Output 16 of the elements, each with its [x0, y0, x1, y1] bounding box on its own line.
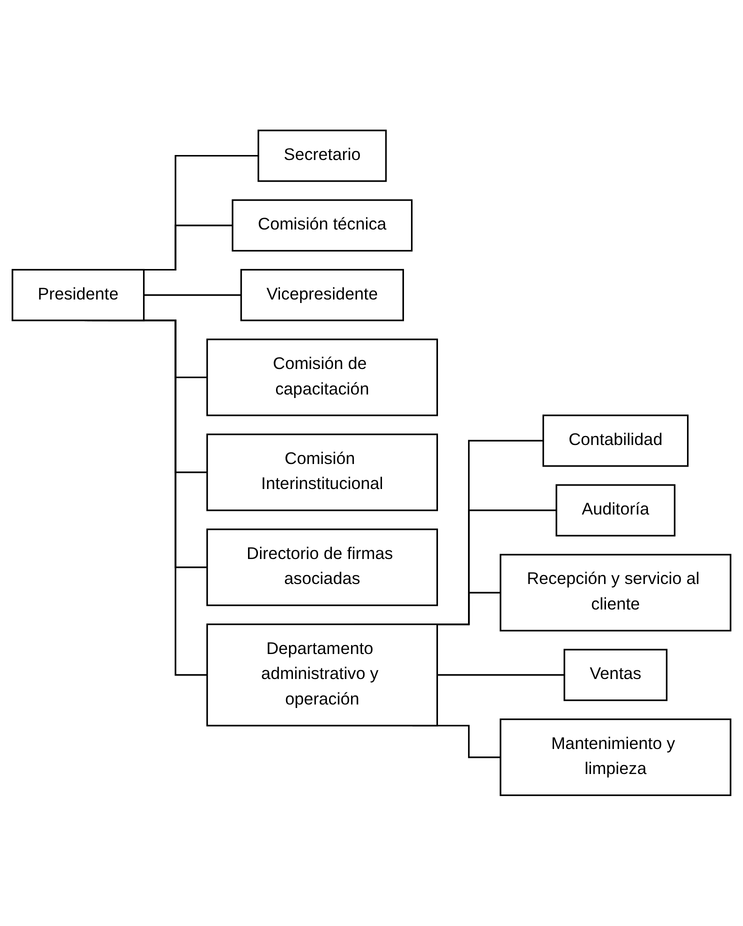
node-box: [232, 199, 413, 252]
node-box: [500, 554, 732, 632]
node-box: [500, 718, 732, 796]
node-box: [206, 338, 438, 416]
node-box: [206, 528, 438, 606]
node-box: [556, 484, 676, 537]
node-box: [12, 269, 145, 322]
node-box: [564, 648, 668, 702]
connector: [144, 294, 242, 296]
org-chart: Presidente Secretario Comisión técnica Vicepresidente Comisión de capacitación Comisión Interinstitucional Directorio de firmas asociadas Departamento administrativo y operación Contabilidad Auditoría Recepción y servicio al cliente Ventas Mantenimiento y limpieza: [4, 122, 739, 804]
connector: [437, 674, 566, 676]
node-box: [206, 624, 438, 727]
node-box: [206, 434, 438, 512]
node-box: [542, 414, 689, 467]
node-box: [240, 269, 404, 322]
node-box: [258, 130, 387, 182]
